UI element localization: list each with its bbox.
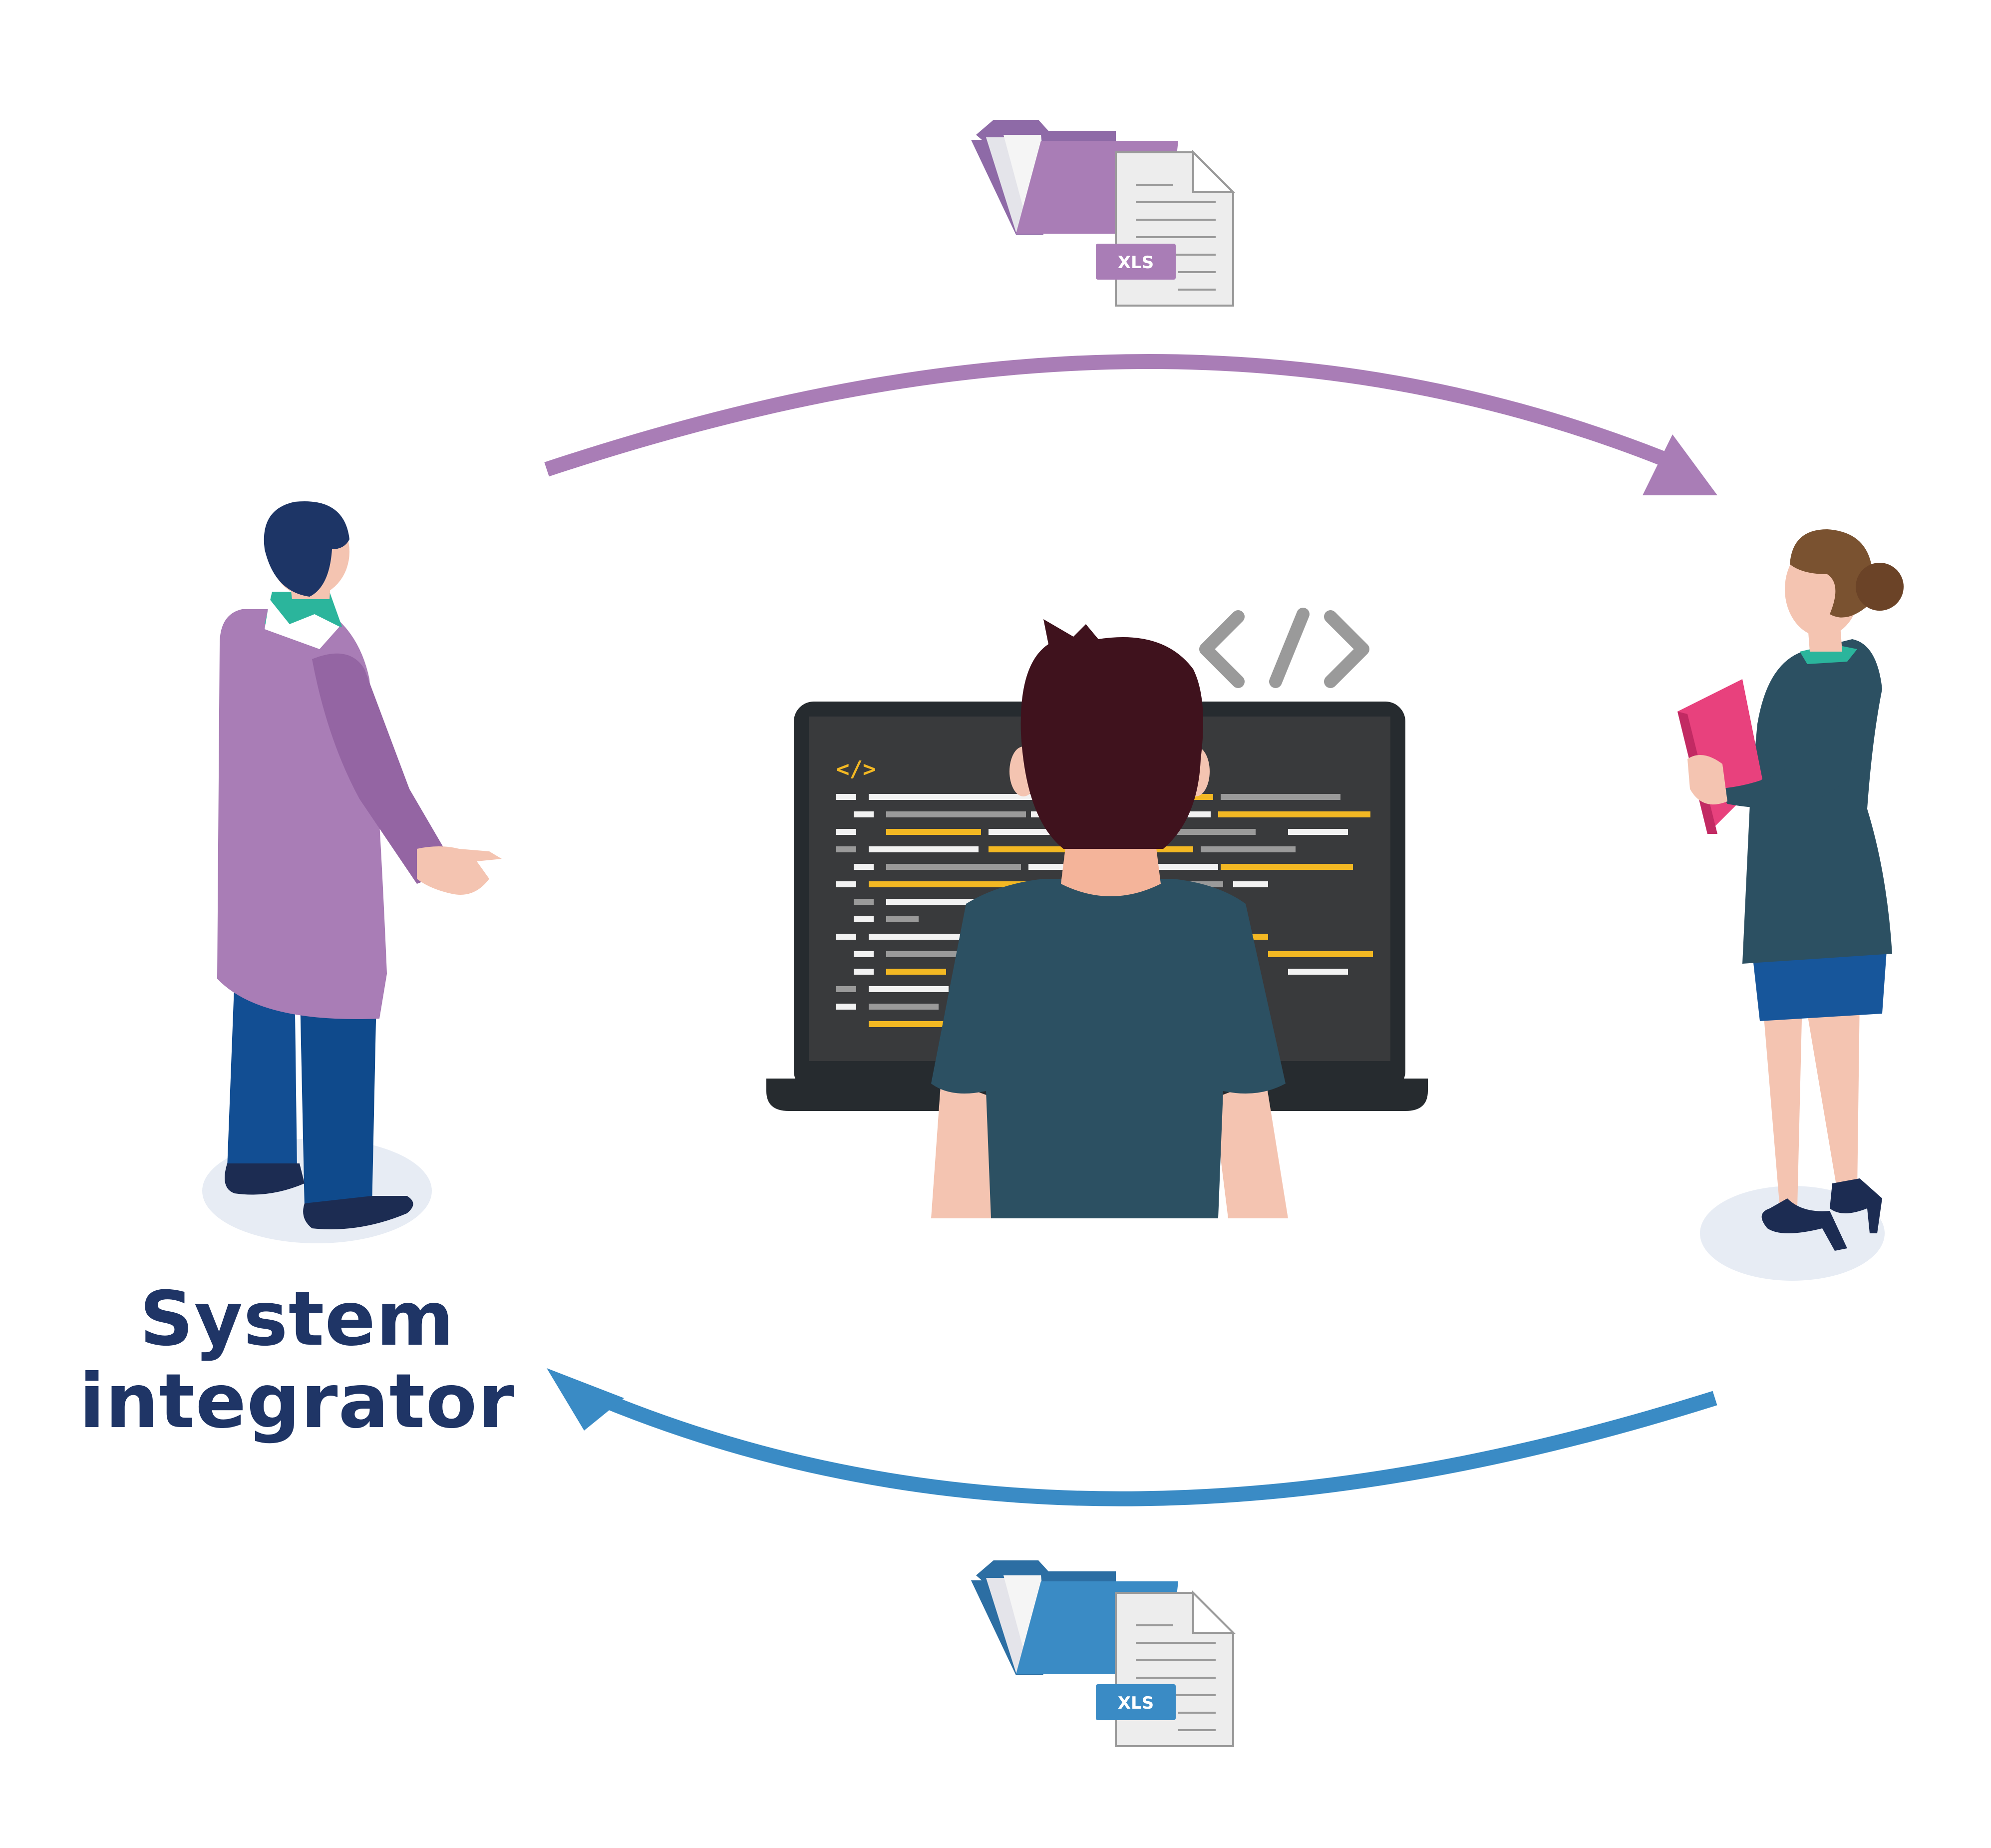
bottom-xls-badge-label: XLS: [1118, 1693, 1154, 1713]
bottom-document-page: [1115, 1590, 1236, 1747]
code-line-segment: [1288, 969, 1348, 975]
code-line-segment: [836, 934, 856, 940]
code-line-segment: [869, 986, 949, 992]
code-line-segment: [1218, 811, 1370, 817]
code-line-segment: [869, 794, 1038, 800]
code-line-segment: [1221, 864, 1353, 870]
code-line-segment: [886, 811, 1026, 817]
bottom-xls-badge: [1096, 1684, 1176, 1720]
code-line-segment: [1288, 829, 1348, 835]
blue-flow-arrow: [547, 1368, 1717, 1506]
code-line-segment: [1268, 951, 1373, 957]
top-document-page: [1115, 150, 1236, 307]
code-line-segment: [854, 864, 874, 870]
code-line-segment: [854, 969, 874, 975]
screen-code-tag: </>: [836, 756, 876, 782]
purple-flow-arrow: [544, 354, 1717, 495]
code-line-segment: [1201, 846, 1296, 852]
system-integrator-figure: [202, 501, 502, 1243]
top-xls-badge: [1096, 244, 1176, 280]
system-integrator-label-line1: System: [139, 1276, 455, 1363]
code-line-segment: [854, 899, 874, 905]
top-xls-file-icon: XLS: [971, 120, 1236, 307]
code-line-segment: [886, 829, 981, 835]
code-line-segment: [886, 899, 976, 905]
code-line-segment: [836, 986, 856, 992]
code-line-segment: [836, 881, 856, 887]
code-line-segment: [869, 846, 979, 852]
code-line-segment: [854, 951, 874, 957]
top-xls-badge-label: XLS: [1118, 253, 1154, 273]
code-line-segment: [836, 794, 856, 800]
code-line-segment: [1233, 881, 1268, 887]
code-line-segment: [886, 916, 919, 922]
developer-figure: [931, 619, 1288, 1218]
system-integrator-label: System integrator: [35, 1278, 559, 1443]
code-line-segment: [836, 829, 856, 835]
code-line-segment: [1221, 794, 1340, 800]
code-line-segment: [854, 916, 874, 922]
code-line-segment: [836, 846, 856, 852]
code-brackets-icon: [1199, 608, 1369, 688]
code-line-segment: [886, 864, 1021, 870]
code-line-segment: [869, 1004, 939, 1010]
system-integrator-label-line2: integrator: [79, 1358, 515, 1445]
code-line-segment: [869, 1021, 949, 1027]
code-line-segment: [886, 969, 946, 975]
client-figure: [1677, 529, 1904, 1281]
bottom-xls-file-icon: XLS: [971, 1560, 1236, 1747]
code-line-segment: [854, 811, 874, 817]
code-line-segment: [836, 1004, 856, 1010]
